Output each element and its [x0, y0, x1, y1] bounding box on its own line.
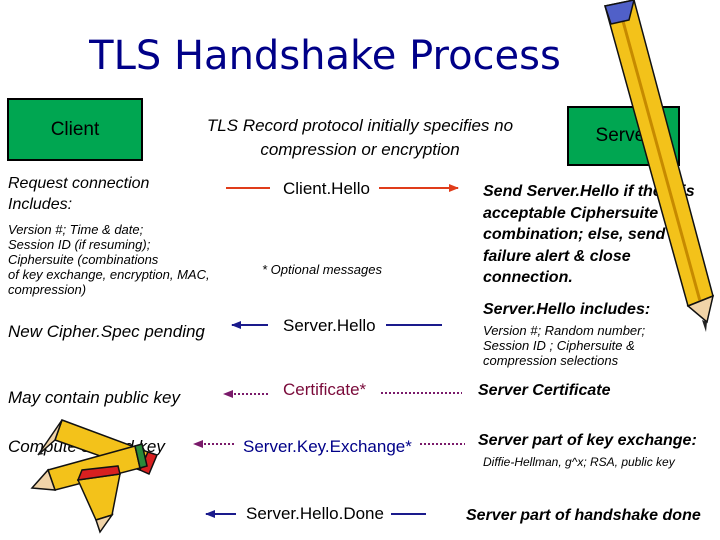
pencil-icon: [605, 0, 713, 332]
pencils-icon: [32, 420, 157, 532]
